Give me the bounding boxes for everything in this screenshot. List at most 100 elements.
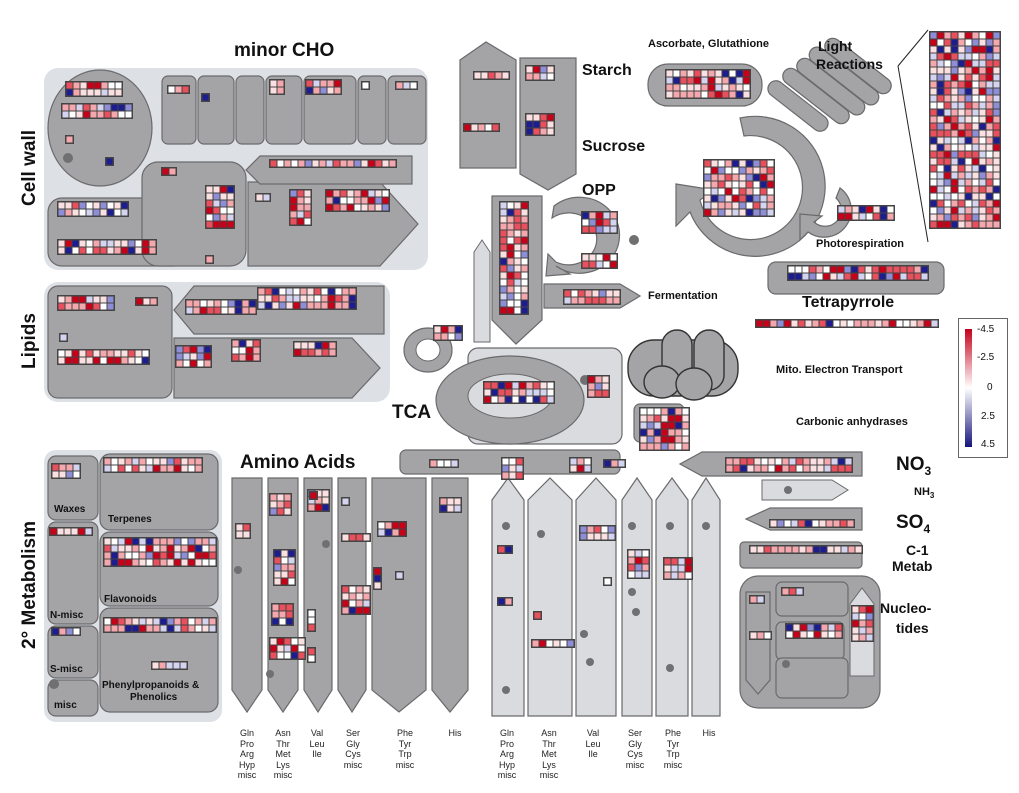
heatmap-cell — [59, 471, 66, 478]
heatmap-cell — [507, 244, 514, 251]
heatmap-cell — [526, 389, 533, 396]
heatmap-cell — [540, 66, 547, 73]
heatmap-cell — [76, 111, 83, 118]
heatmap-cell — [206, 207, 213, 214]
heatmap-cell — [444, 460, 451, 467]
heatmap-cell — [715, 70, 722, 77]
heatmap-cell — [347, 190, 354, 197]
heatmap-cell — [512, 396, 519, 403]
heatmap-cell — [507, 251, 514, 258]
heatmap-cell — [521, 209, 528, 216]
heatmap-cell — [930, 158, 937, 165]
heatmap-cell — [498, 389, 505, 396]
heatmap-cell — [521, 244, 528, 251]
heatmap-cell — [327, 87, 334, 94]
heatmap-cell — [125, 545, 132, 552]
heatmap-cell — [951, 95, 958, 102]
heatmap-cell — [66, 82, 73, 89]
heatmap-cell — [347, 197, 354, 204]
heatmap-cell — [221, 307, 228, 314]
amino-acids-label: Amino Acids — [240, 452, 356, 473]
heatmap-cell — [993, 88, 1000, 95]
heatmap-cell — [500, 279, 507, 286]
heatmap-cell — [704, 188, 711, 195]
heatmap-cell — [507, 230, 514, 237]
heatmap-cell — [972, 137, 979, 144]
heatmap-cell — [507, 223, 514, 230]
heatmap-cell — [132, 625, 139, 632]
heatmap-cell — [139, 545, 146, 552]
heatmap-cell — [603, 219, 610, 226]
heatmap-cell — [272, 302, 279, 309]
heatmap-cell — [284, 160, 291, 167]
heatmap-cell — [972, 46, 979, 53]
heatmap-cell — [392, 529, 399, 536]
heatmap-cell — [750, 546, 757, 553]
heatmap-cell — [930, 172, 937, 179]
heatmap-cell — [979, 123, 986, 130]
heatmap-cell — [174, 625, 181, 632]
light-reactions-label-2: Reactions — [816, 56, 883, 72]
heatmap-cell — [514, 293, 521, 300]
heatmap-cell — [160, 552, 167, 559]
heatmap-cell — [502, 472, 509, 479]
heatmap-cell — [852, 606, 859, 613]
heatmap-cell — [763, 320, 770, 327]
heatmap-cell — [100, 303, 107, 310]
heatmap-cell — [71, 528, 78, 535]
heatmap-cell — [760, 174, 767, 181]
heatmap-cell — [66, 628, 73, 635]
heatmap-cell — [668, 422, 675, 429]
heatmap-cell — [852, 634, 859, 641]
heatmap-cell — [833, 320, 840, 327]
heatmap-cell — [308, 504, 315, 511]
heatmap-cell — [160, 538, 167, 545]
heatmap-cell — [937, 88, 944, 95]
heatmap-cell — [896, 320, 903, 327]
heatmap-cell — [685, 558, 692, 565]
heatmap-cell — [775, 465, 782, 472]
heatmap-cell — [79, 296, 86, 303]
heatmap-cell — [320, 80, 327, 87]
heatmap-cell — [930, 102, 937, 109]
heatmap-cell — [798, 320, 805, 327]
heatmap-cell — [188, 545, 195, 552]
heatmap-cell — [852, 620, 859, 627]
heatmap-cell — [778, 546, 785, 553]
heatmap-cell — [298, 638, 305, 645]
heatmap-cell — [944, 102, 951, 109]
heatmap-cell — [725, 209, 732, 216]
heatmap-cell — [944, 214, 951, 221]
heatmap-cell — [146, 458, 153, 465]
heatmap-cell — [306, 87, 313, 94]
heatmap-cell — [281, 550, 288, 557]
heatmap-cell — [570, 465, 577, 472]
heatmap-cell — [921, 273, 928, 280]
heatmap-cell — [118, 625, 125, 632]
heatmap-cell — [866, 620, 873, 627]
heatmap-cell — [521, 272, 528, 279]
heatmap-cell — [149, 240, 156, 247]
heatmap-cell — [265, 302, 272, 309]
heatmap-block — [51, 627, 81, 636]
heatmap-cell — [58, 240, 65, 247]
heatmap-cell — [711, 181, 718, 188]
heatmap-cell — [588, 376, 595, 383]
heatmap-cell — [635, 564, 642, 571]
heatmap-cell — [914, 266, 921, 273]
heatmap-cell — [786, 631, 793, 638]
heatmap-cell — [114, 202, 121, 209]
heatmap-cell — [328, 295, 335, 302]
heatmap-cell — [944, 39, 951, 46]
heatmap-cell — [284, 645, 291, 652]
heatmap-cell — [740, 465, 747, 472]
heatmap-cell — [739, 167, 746, 174]
heatmap-cell — [349, 607, 356, 614]
heatmap-block — [269, 159, 397, 168]
heatmap-cell — [725, 181, 732, 188]
heatmap-cell — [308, 497, 315, 504]
heatmap-cell — [104, 625, 111, 632]
heatmap-cell — [944, 221, 951, 228]
heatmap-cell — [767, 167, 774, 174]
